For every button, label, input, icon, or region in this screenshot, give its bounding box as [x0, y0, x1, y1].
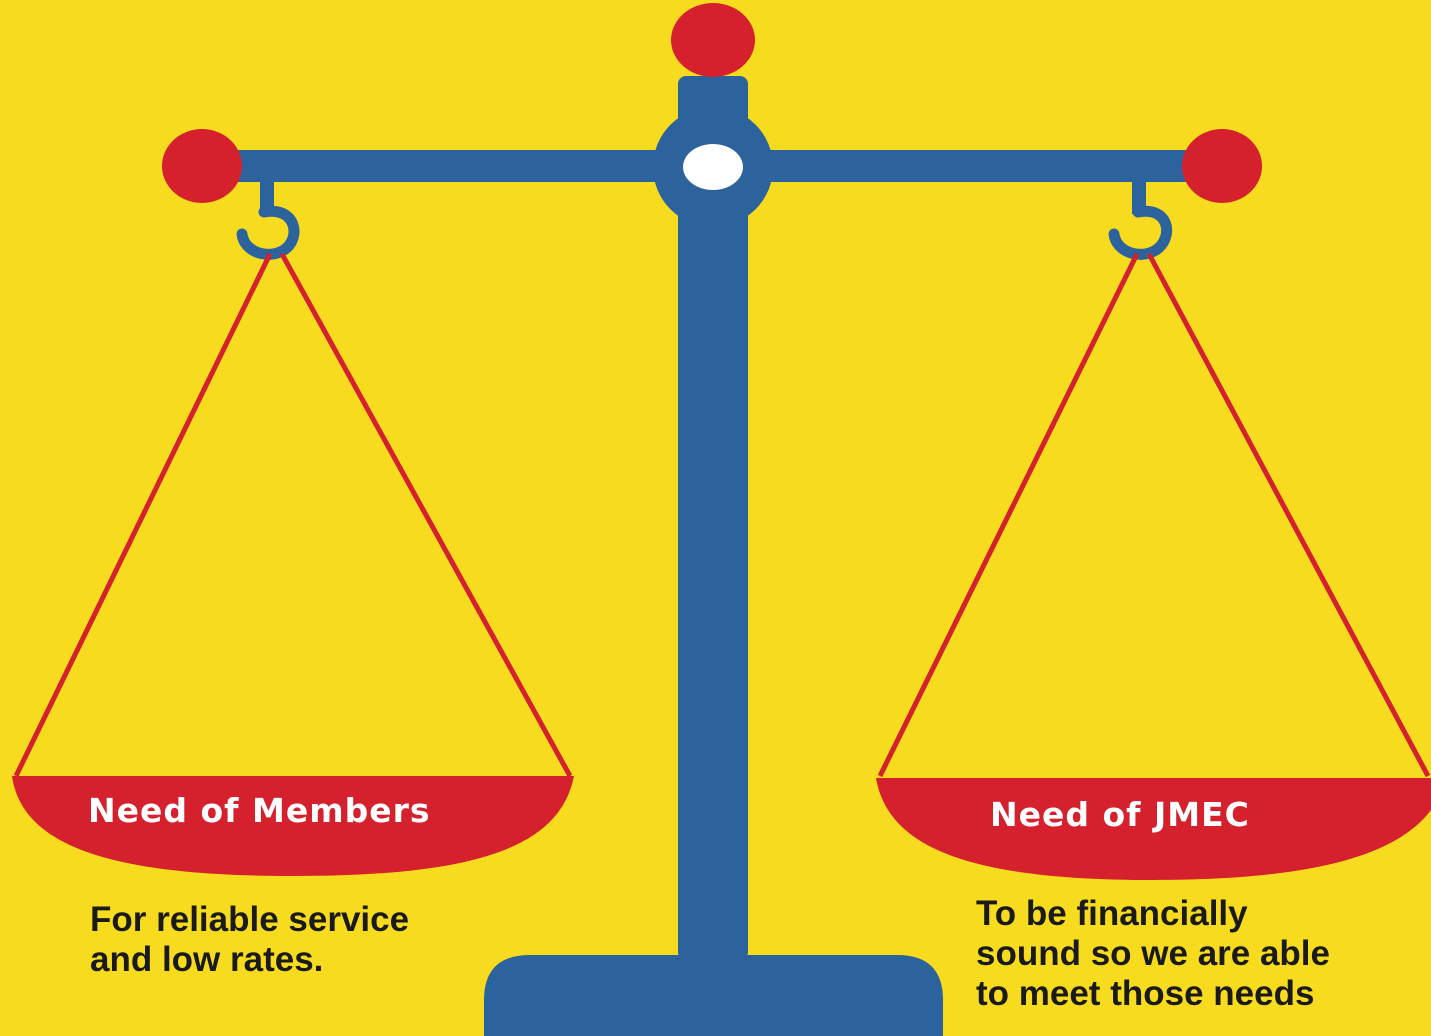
left-caption: For reliable service and low rates.: [90, 900, 409, 980]
left-caption-line: and low rates.: [90, 940, 324, 979]
left-pan-strings: [13, 252, 573, 778]
scale-base: [484, 955, 943, 1036]
beam-left-knob: [162, 129, 242, 203]
left-caption-line: For reliable service: [90, 900, 410, 939]
scale-pole: [678, 76, 748, 960]
right-pan: [876, 778, 1431, 880]
top-knob: [671, 3, 755, 77]
right-caption-line: sound so we are able: [976, 934, 1330, 973]
right-caption: To be financially sound so we are able t…: [976, 894, 1330, 1014]
right-caption-line: to meet those needs: [976, 974, 1315, 1013]
right-pan-label: Need of JMEC: [990, 795, 1250, 834]
beam-right-knob: [1182, 129, 1262, 203]
left-pan-label: Need of Members: [88, 791, 431, 830]
right-caption-line: To be financially: [976, 894, 1248, 933]
right-pan-strings: [877, 252, 1431, 778]
left-hook-icon: [236, 178, 300, 260]
right-hook-icon: [1108, 178, 1173, 260]
pivot-center-icon: [683, 144, 743, 190]
left-pan: [12, 776, 574, 876]
